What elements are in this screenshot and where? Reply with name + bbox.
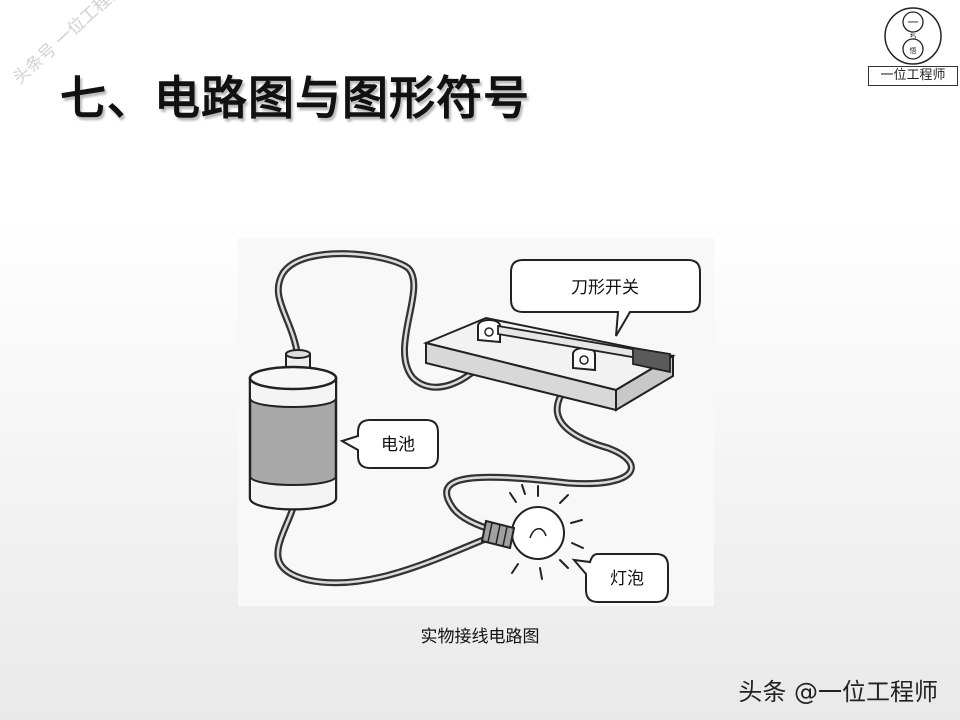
logo-circle-top: 一 [908,16,919,29]
circuit-drawing: 刀形开关 电池 灯泡 [248,250,701,603]
logo: 一 ち 悟 一位工程师 [868,4,958,88]
battery [248,349,338,511]
label-switch: 刀形开关 [571,278,639,298]
light-bulb [480,484,584,580]
logo-circle-bottom: 悟 [910,46,917,55]
knife-switch [422,316,676,412]
label-bulb: 灯泡 [610,569,644,589]
switch-handle [632,346,671,374]
logo-emblem: 一 ち 悟 [884,7,942,65]
figure-caption: 实物接线电路图 [420,627,540,647]
callout-battery: 电池 [339,419,439,469]
logo-circle-mid: ち [909,32,917,41]
label-battery: 电池 [381,435,415,455]
slide-title: 七、电路图与图形符号 [60,71,530,125]
callout-switch: 刀形开关 [510,259,701,337]
circuit-illustration: 刀形开关 电池 灯泡 [238,238,714,606]
wire-battery-to-bulb [274,504,492,587]
watermark-bottom-right: 头条 @一位工程师 [738,678,938,706]
logo-text: 一位工程师 [868,66,958,86]
callout-bulb: 灯泡 [571,553,669,603]
